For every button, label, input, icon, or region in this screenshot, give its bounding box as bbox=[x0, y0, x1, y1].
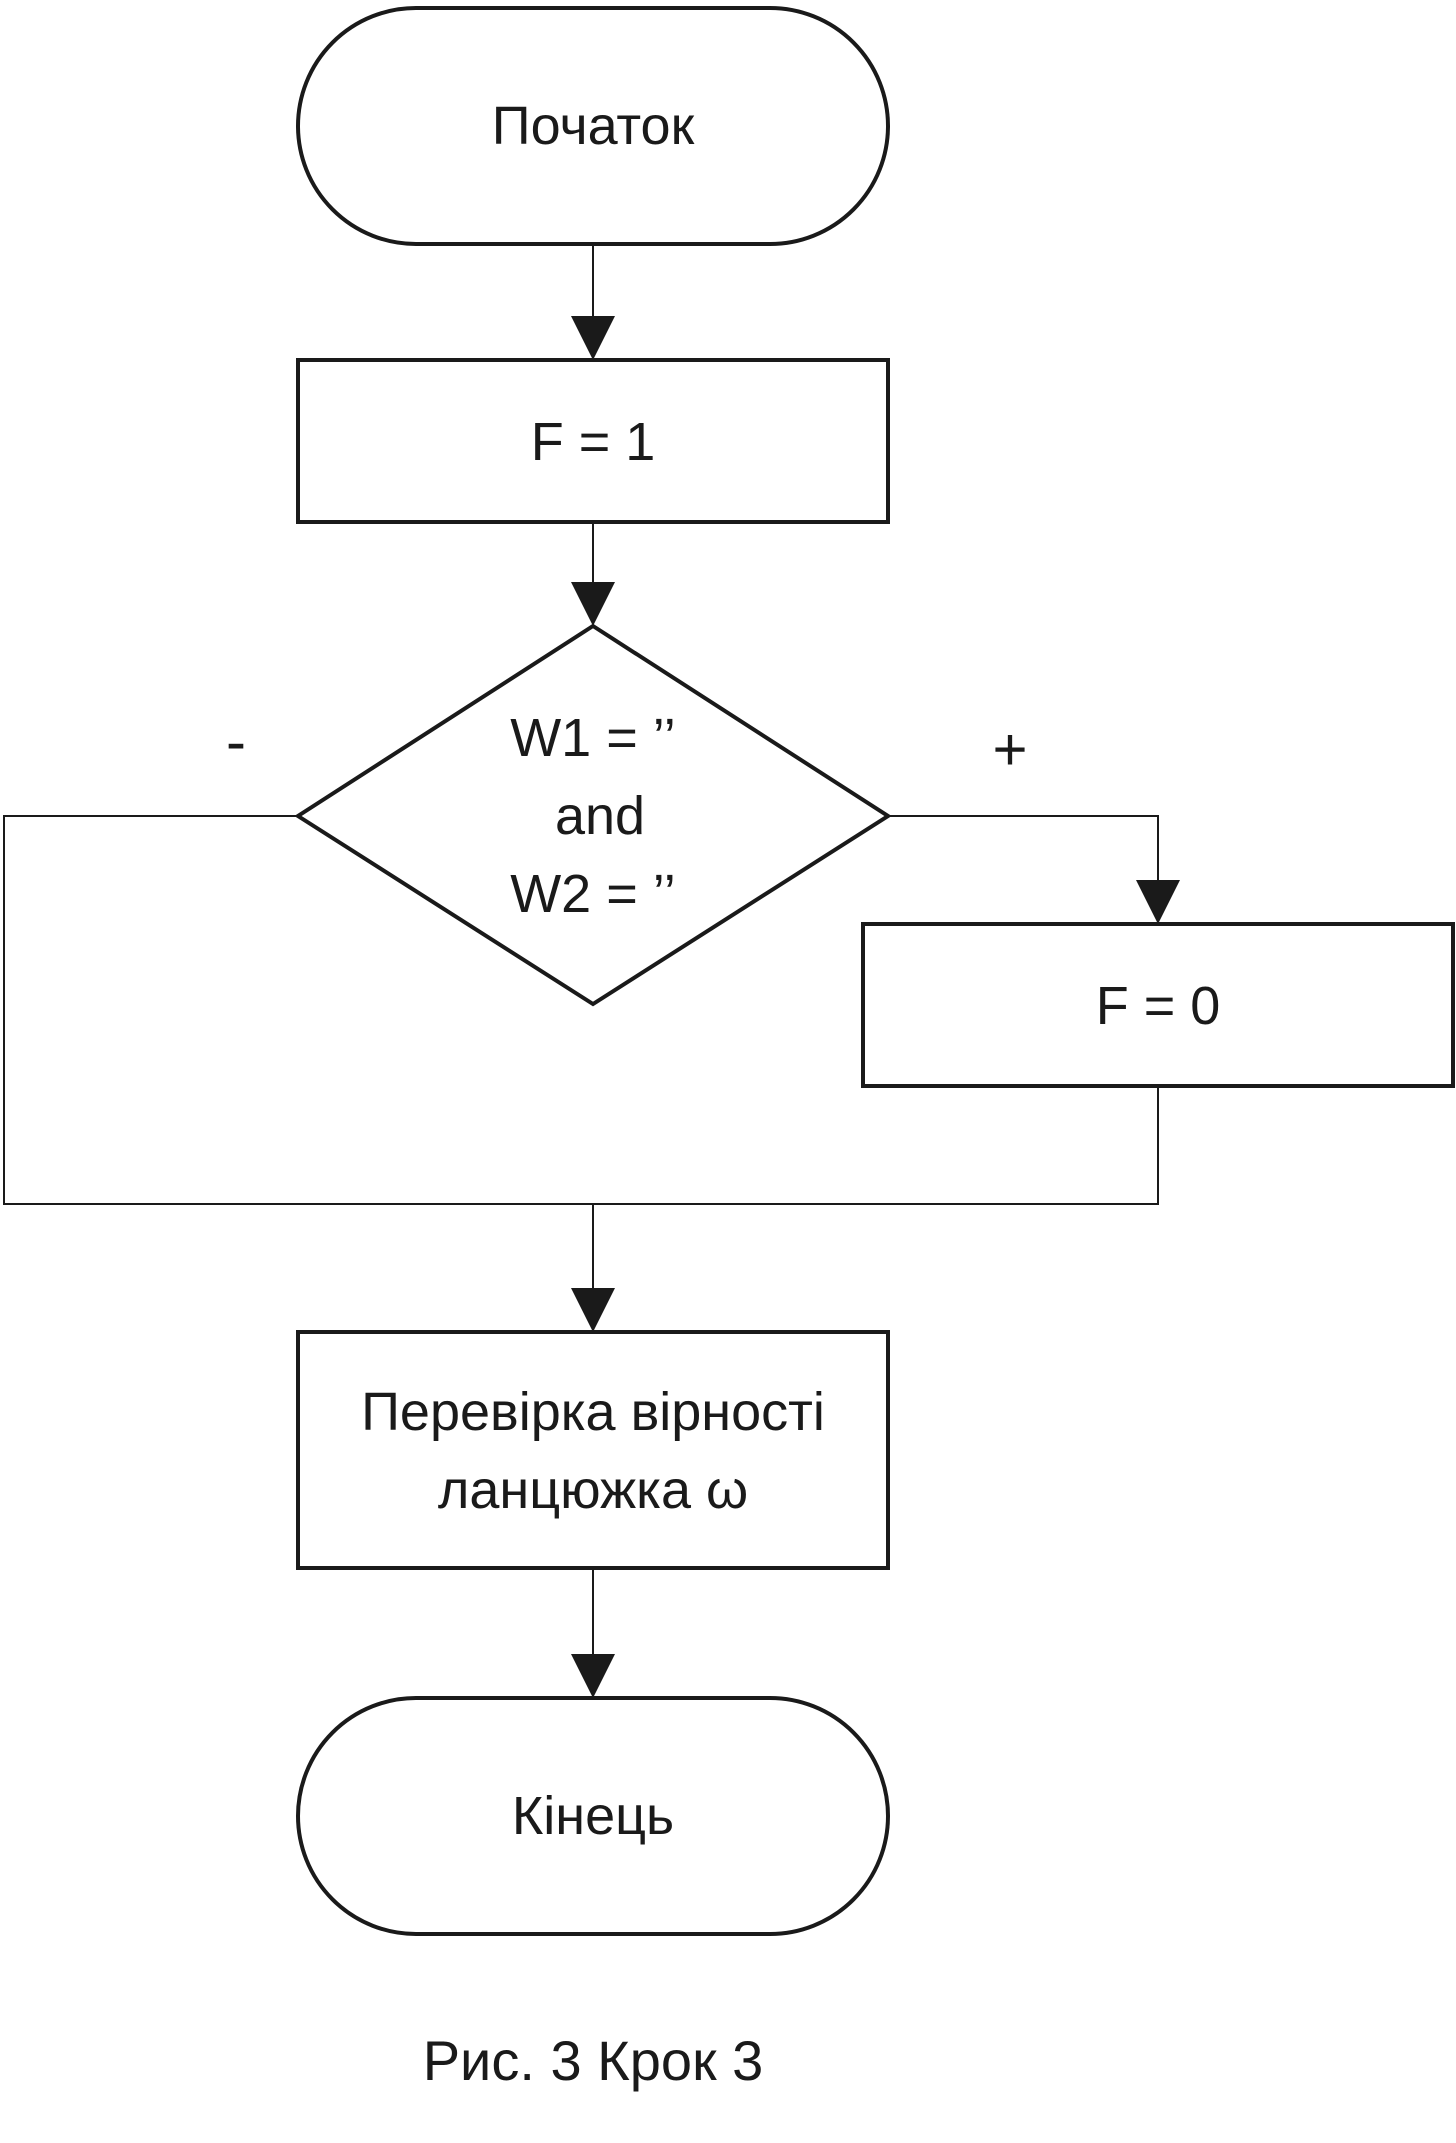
arrowhead bbox=[571, 316, 615, 360]
connector-init-decision bbox=[571, 522, 615, 626]
connector-check-end bbox=[571, 1568, 615, 1698]
arrowhead bbox=[571, 1654, 615, 1698]
arrowhead bbox=[1136, 880, 1180, 924]
branch-yes-label: + bbox=[992, 716, 1027, 783]
condition-line-2: and bbox=[555, 786, 645, 846]
yes-process-node: F = 0 bbox=[861, 922, 1455, 1088]
connector-no-branch bbox=[3, 815, 1159, 1205]
init-node: F = 1 bbox=[296, 358, 890, 524]
start-node: Початок bbox=[296, 6, 890, 246]
condition-line-1: W1 = ’’ bbox=[510, 708, 676, 768]
start-label: Початок bbox=[492, 96, 695, 156]
arrowhead bbox=[571, 582, 615, 626]
condition-line-3: W2 = ’’ bbox=[510, 864, 676, 924]
condition-node: W1 = ’’ and W2 = ’’ bbox=[294, 623, 892, 1007]
connector-start-init bbox=[571, 244, 615, 360]
yes-process-shape bbox=[861, 922, 1455, 1088]
arrowhead bbox=[571, 1288, 615, 1332]
figure-caption: Рис. 3 Крок 3 bbox=[423, 2029, 764, 2092]
end-node: Кінець bbox=[296, 1696, 890, 1936]
end-shape bbox=[296, 1696, 890, 1936]
connector-line bbox=[3, 815, 1159, 1205]
check-node: Перевірка вірності ланцюжка ω bbox=[296, 1330, 890, 1570]
init-label: F = 1 bbox=[531, 412, 656, 472]
connector-yes-branch bbox=[888, 815, 1180, 924]
check-line-1: Перевірка вірності bbox=[361, 1382, 825, 1442]
end-label: Кінець bbox=[512, 1786, 674, 1846]
init-shape bbox=[296, 358, 890, 524]
check-shape bbox=[296, 1330, 890, 1570]
connector-line bbox=[888, 815, 1159, 880]
connector-merge-check bbox=[571, 1204, 615, 1332]
check-line-2: ланцюжка ω bbox=[438, 1460, 748, 1520]
condition-shape bbox=[294, 623, 892, 1007]
yes-process-label: F = 0 bbox=[1096, 976, 1221, 1036]
branch-no-label: - bbox=[226, 708, 246, 775]
